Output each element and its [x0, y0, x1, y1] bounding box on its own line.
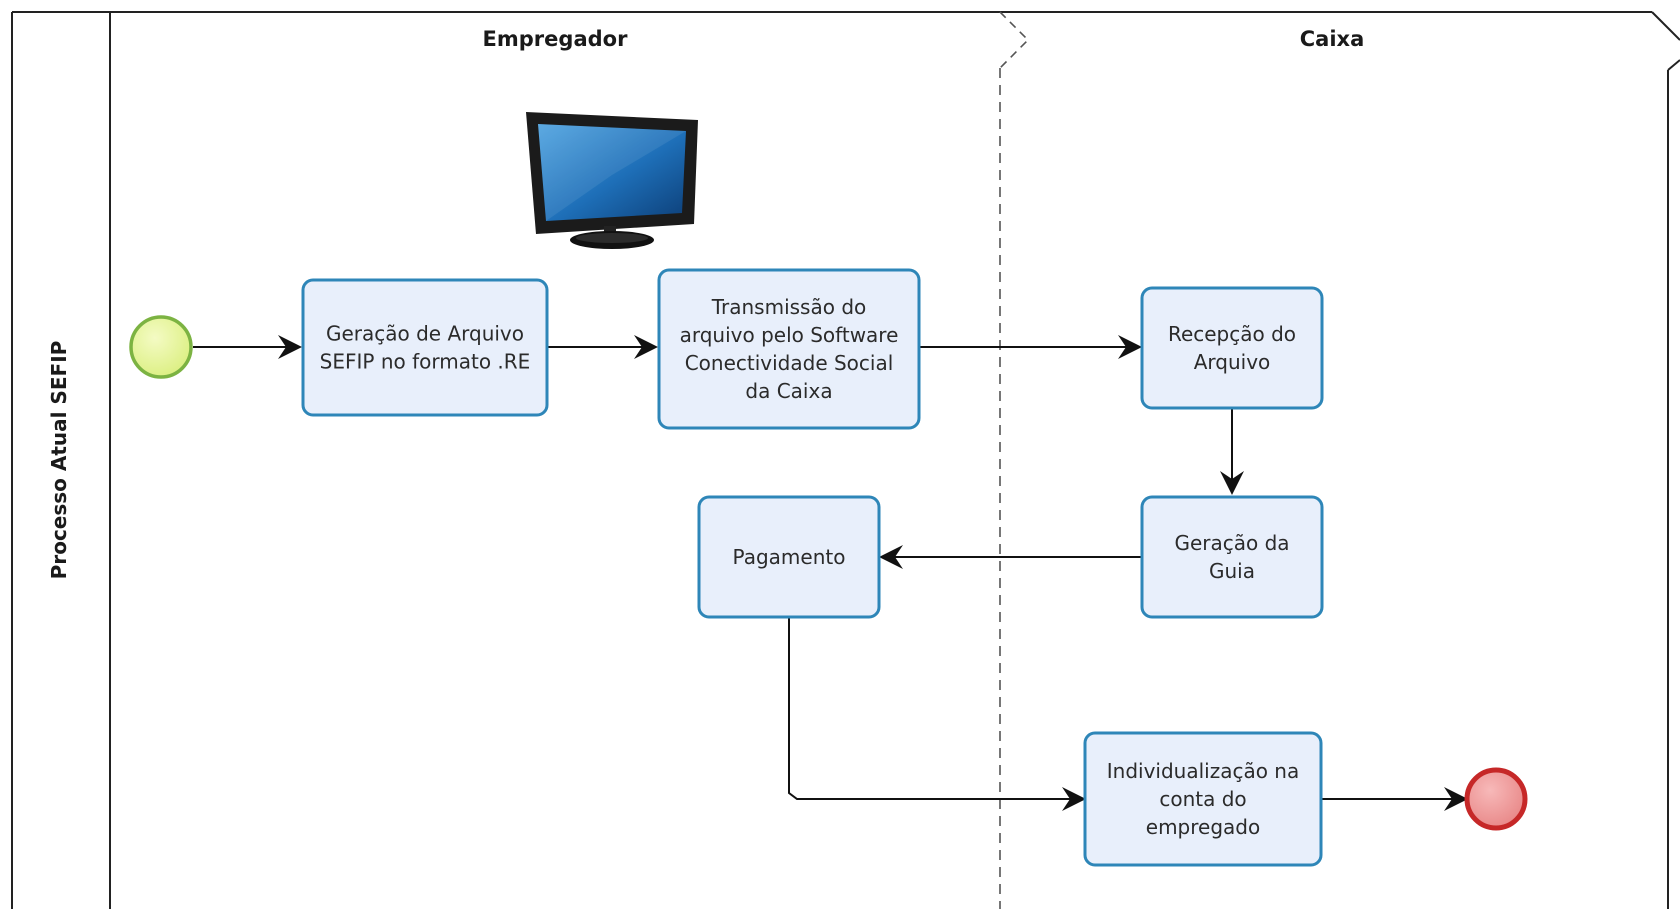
lane-title-empregador: Empregador	[483, 27, 629, 51]
task-box[interactable]	[657, 268, 921, 430]
task-individualizacao[interactable]: Individualização na conta do empregado	[1083, 731, 1323, 867]
task-box[interactable]	[697, 495, 881, 619]
lane-separator	[999, 11, 1030, 909]
task-label-line: SEFIP no formato .RE	[320, 350, 531, 374]
task-pagamento[interactable]: Pagamento	[697, 495, 881, 619]
sequence-flows	[193, 335, 1468, 811]
task-label-line: da Caixa	[745, 379, 832, 403]
flow-pagamento-to-individualizacao	[788, 617, 1086, 811]
task-label-line: Arquivo	[1194, 350, 1271, 374]
task-label-line: conta do	[1159, 787, 1246, 811]
task-geracao-guia[interactable]: Geração da Guia	[1140, 495, 1324, 619]
start-event[interactable]	[129, 315, 193, 379]
task-box[interactable]	[1140, 495, 1324, 619]
task-label-line: Pagamento	[733, 545, 846, 569]
task-label-line: Geração da	[1174, 531, 1289, 555]
task-box[interactable]	[1140, 286, 1324, 410]
end-event[interactable]	[1464, 767, 1528, 831]
task-recepcao[interactable]: Recepção do Arquivo	[1140, 286, 1324, 410]
task-label-line: Guia	[1209, 559, 1255, 583]
task-label-line: Conectividade Social	[685, 351, 894, 375]
task-label-line: empregado	[1146, 815, 1260, 839]
pool-frame	[11, 11, 1680, 909]
computer-monitor-icon	[526, 112, 698, 249]
task-label-line: Recepção do	[1168, 322, 1296, 346]
task-label-line: Individualização na	[1107, 759, 1300, 783]
task-label-line: arquivo pelo Software	[680, 323, 899, 347]
task-label-line: Transmissão do	[711, 295, 867, 319]
task-box[interactable]	[1083, 731, 1323, 867]
task-box[interactable]	[301, 278, 549, 417]
lane-title-caixa: Caixa	[1300, 27, 1365, 51]
pool-title: Processo Atual SEFIP	[47, 341, 71, 580]
task-transmissao[interactable]: Transmissão do arquivo pelo SoftwareConec…	[657, 268, 921, 430]
task-label-line: Geração de Arquivo	[326, 322, 524, 346]
